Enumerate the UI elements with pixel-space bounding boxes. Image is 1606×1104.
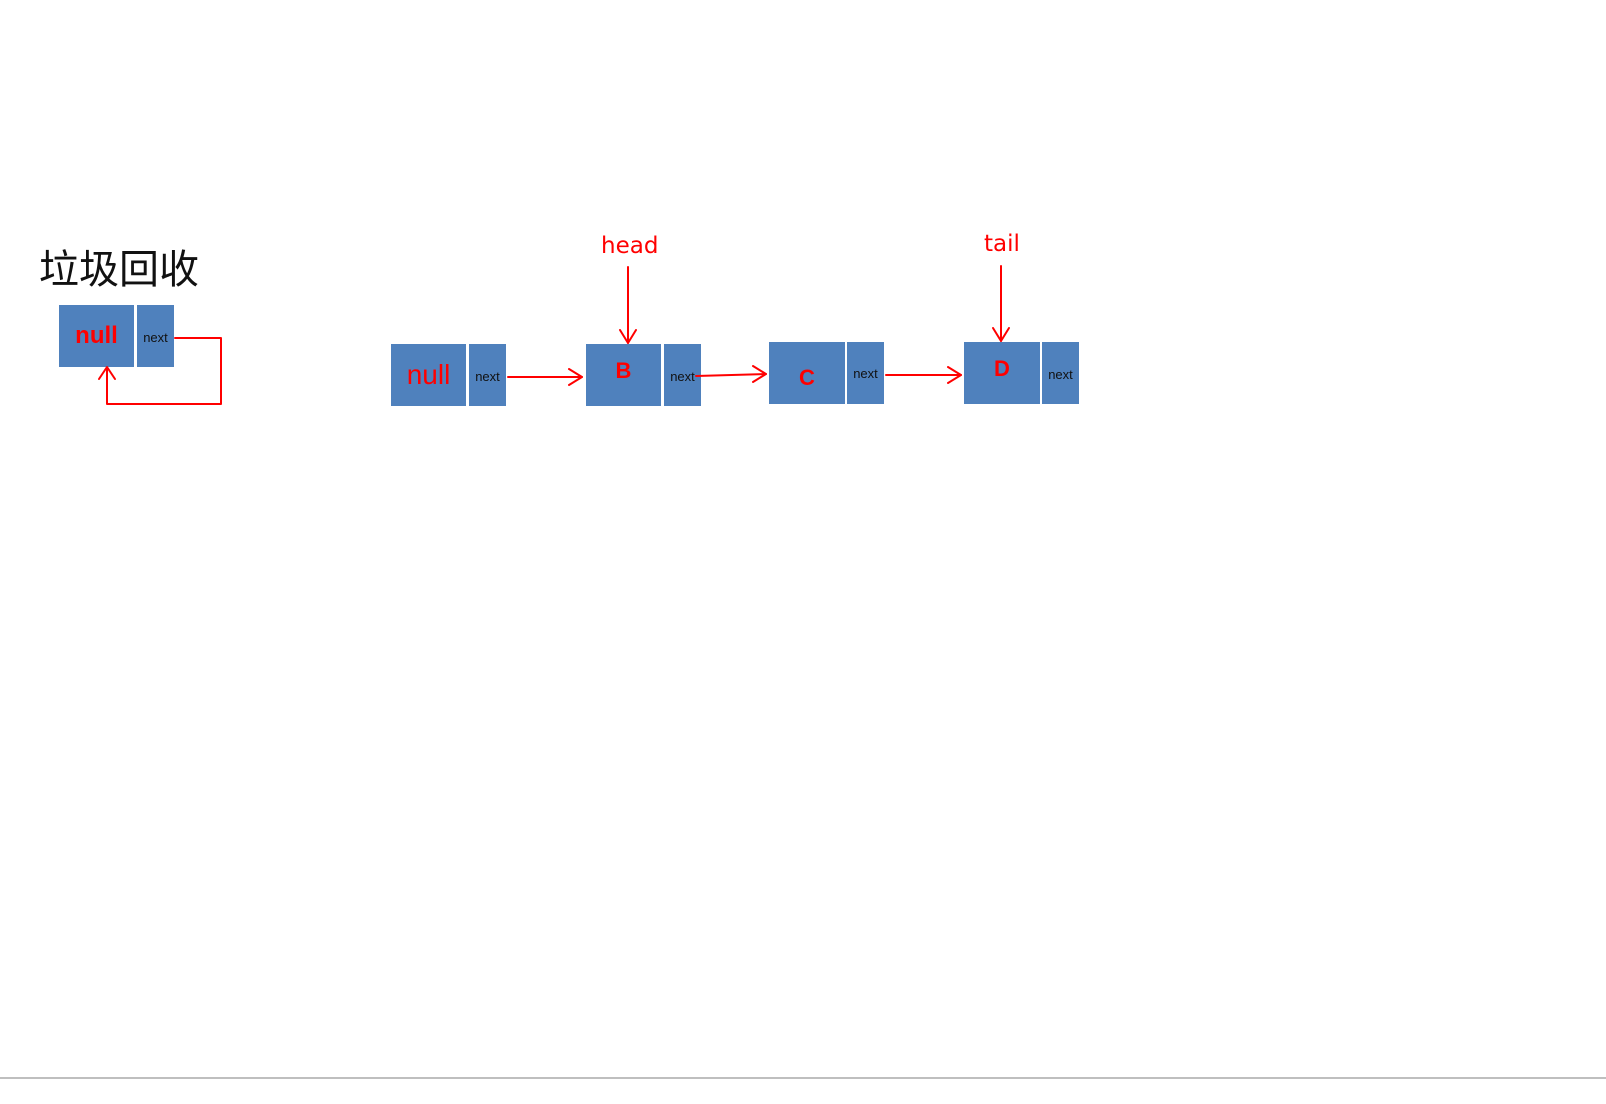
gc-node-value-cell: null [59,305,134,367]
gc-self-loop-arrowhead [98,366,116,380]
list-node-2-value: B [615,358,632,383]
list-node-4-next-label: next [1048,367,1073,382]
link-arrow-1-head [568,368,583,386]
tail-pointer-arrowhead [992,327,1010,342]
list-node-4-next-cell: next [1042,342,1079,404]
list-node-4-value-cell: D [964,342,1040,404]
list-node-1-next-label: next [475,369,500,384]
list-node-3-next-label: next [853,366,878,381]
list-node-1-value: null [406,359,451,390]
list-node-3-next-cell: next [847,342,884,404]
gc-node-value: null [75,322,118,349]
garbage-collection-title: 垃圾回收 [39,247,199,293]
list-node-4-value: D [994,356,1010,381]
link-arrow-3-head [947,366,962,384]
head-pointer-label: head [601,233,659,259]
list-node-2-next-cell: next [664,344,701,406]
gc-node-next-label: next [143,330,168,345]
gc-node-next-cell: next [137,305,174,367]
link-arrow-2 [695,373,767,377]
list-node-1-next-cell: next [469,344,506,406]
head-pointer-arrowhead [619,329,637,344]
list-node-2-value-cell: B [586,344,661,406]
link-arrow-2-head [752,365,767,383]
list-node-3-value: C [799,365,815,390]
tail-pointer-label: tail [984,231,1020,257]
bottom-divider [0,1077,1606,1079]
list-node-2-next-label: next [670,369,695,384]
list-node-1-value-cell: null [391,344,466,406]
list-node-3-value-cell: C [769,342,845,404]
